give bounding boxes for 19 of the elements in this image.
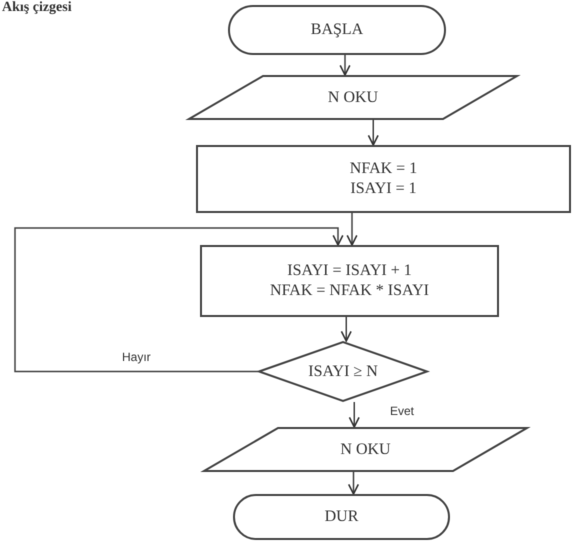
arrow	[340, 317, 352, 342]
caption-text: Akış çizgesi	[2, 0, 72, 16]
node-text: ISAYI = 1	[350, 179, 417, 199]
arrow	[339, 55, 351, 76]
node-text: N OKU	[328, 88, 378, 108]
arrow	[346, 213, 358, 246]
arrow	[14, 227, 344, 372]
edge-label: Hayır	[120, 350, 153, 364]
node-text: NFAK = 1	[350, 159, 418, 179]
arrow	[348, 402, 360, 428]
node-text: N OKU	[340, 440, 391, 460]
node-text: DUR	[324, 507, 358, 527]
node-text: BAŞLA	[310, 20, 364, 40]
node-text: ISAYI ≥ N	[308, 362, 378, 382]
node-text: NFAK = NFAK * ISAYI	[270, 281, 429, 301]
edge-label: Evet	[388, 404, 416, 418]
arrow	[348, 472, 360, 495]
node-text: ISAYI = ISAYI + 1	[287, 261, 412, 281]
arrow	[368, 120, 379, 146]
